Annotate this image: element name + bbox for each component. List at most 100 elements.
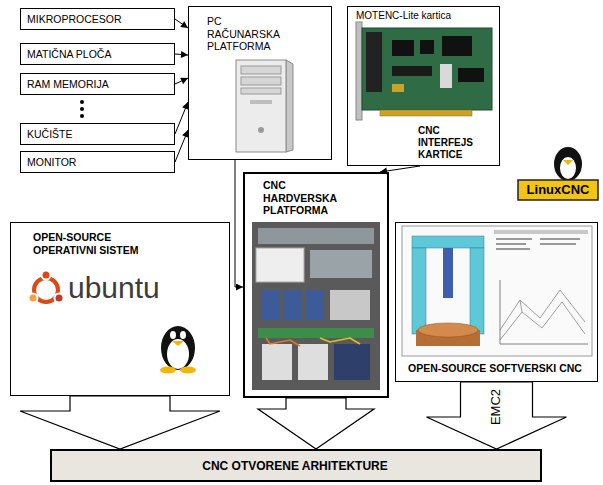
platform-box: PC RAČUNARSKA PLATFORMA bbox=[188, 6, 332, 160]
connector-arrow bbox=[175, 19, 188, 28]
software-screenshot bbox=[500, 280, 501, 344]
tux-penguin bbox=[161, 326, 195, 370]
software-screenshot bbox=[402, 226, 592, 356]
software-screenshot bbox=[402, 226, 592, 356]
node-text: MIKROPROCESOR bbox=[27, 13, 167, 26]
pci-card bbox=[356, 22, 492, 120]
component-box: MATIČNA PLOČA bbox=[20, 43, 175, 65]
pci-card bbox=[356, 22, 362, 120]
linuxcnc-logo bbox=[518, 147, 598, 200]
pc-tower bbox=[241, 66, 281, 74]
software-screenshot bbox=[418, 323, 478, 337]
component-box: MIKROPROCESOR bbox=[20, 8, 175, 30]
pci-card bbox=[440, 64, 452, 88]
connector-arrow bbox=[235, 160, 243, 287]
node-text: PC RAČUNARSKA PLATFORMA bbox=[207, 15, 285, 53]
cnc-cabinet-photo bbox=[306, 290, 324, 320]
block-arrow bbox=[258, 398, 374, 449]
block-arrow bbox=[427, 382, 567, 449]
list-dots bbox=[80, 114, 84, 118]
ubuntu-logo bbox=[55, 294, 64, 303]
pci-card bbox=[392, 66, 432, 76]
cnc-cabinet-photo bbox=[334, 344, 370, 380]
pc-tower bbox=[286, 60, 293, 152]
cnc-cabinet-photo bbox=[258, 328, 374, 338]
cnc-cabinet-photo bbox=[252, 222, 380, 390]
pci-card bbox=[458, 68, 484, 82]
software-screenshot bbox=[500, 302, 585, 340]
tux-penguin bbox=[180, 331, 186, 339]
linuxcnc-logo bbox=[554, 147, 582, 181]
card-box: MOTENC-Lite karticaCNC INTERFEJS KARTICE bbox=[347, 6, 500, 166]
software-screenshot bbox=[540, 243, 576, 245]
node-text: MOTENC-Lite kartica bbox=[356, 10, 496, 22]
pci-card bbox=[380, 110, 472, 116]
pci-card bbox=[392, 84, 404, 92]
linuxcnc-logo bbox=[518, 180, 598, 200]
hardware-box: CNC HARDVERSKA PLATFORMA bbox=[243, 172, 389, 398]
software-screenshot bbox=[520, 300, 522, 312]
node-text: OPEN-SOURCE OPERATIVNI SISTEM bbox=[33, 231, 163, 256]
cnc-cabinet-photo bbox=[256, 248, 304, 282]
tux-penguin bbox=[172, 341, 184, 346]
node-text: MATIČNA PLOČA bbox=[27, 48, 167, 61]
ubuntu-logo bbox=[29, 271, 64, 303]
pc-tower bbox=[236, 60, 293, 152]
node-text: MONITOR bbox=[27, 156, 167, 169]
linuxcnc-logo bbox=[563, 160, 573, 165]
result-box: CNC OTVORENE ARHITEKTURE bbox=[50, 449, 542, 482]
software-screenshot bbox=[496, 248, 530, 250]
ubuntu-logo bbox=[29, 294, 38, 303]
software-screenshot bbox=[496, 243, 526, 245]
tux-penguin bbox=[160, 367, 176, 374]
cnc-cabinet-photo bbox=[252, 222, 380, 390]
pci-card bbox=[392, 40, 414, 56]
cnc-cabinet-photo bbox=[284, 290, 302, 320]
list-dots bbox=[80, 100, 84, 104]
node-text: KUČIŠTE bbox=[27, 128, 167, 141]
linuxcnc-logo bbox=[560, 157, 576, 179]
tux-penguin bbox=[180, 367, 196, 374]
pci-card bbox=[442, 36, 472, 56]
software-screenshot bbox=[494, 230, 588, 234]
list-dots bbox=[80, 100, 84, 118]
list-dots bbox=[80, 107, 84, 111]
block-arrow bbox=[20, 396, 220, 449]
ubuntu-logo bbox=[42, 271, 51, 280]
cnc-cabinet-photo bbox=[298, 344, 328, 380]
node-text: CNC HARDVERSKA PLATFORMA bbox=[263, 179, 359, 217]
connector-arrow bbox=[175, 102, 188, 134]
pci-card bbox=[420, 40, 434, 54]
software-screenshot bbox=[496, 238, 532, 240]
software-screenshot bbox=[412, 248, 426, 334]
software-screenshot bbox=[412, 236, 484, 248]
edge-label: EMC2 bbox=[490, 387, 504, 427]
software-screenshot bbox=[470, 248, 484, 334]
cnc-cabinet-photo bbox=[266, 338, 300, 346]
pc-tower bbox=[258, 127, 264, 133]
node-text: CNC OTVORENE ARHITEKTURE bbox=[52, 459, 538, 473]
node-text: RAM MEMORIJA bbox=[27, 78, 167, 91]
pci-card bbox=[366, 32, 382, 92]
software-screenshot bbox=[540, 238, 580, 240]
pci-card bbox=[362, 28, 492, 110]
connector-arrow bbox=[175, 54, 188, 55]
cnc-cabinet-photo bbox=[258, 228, 374, 244]
cnc-cabinet-photo bbox=[310, 250, 372, 278]
cnc-cabinet-photo bbox=[330, 290, 370, 320]
software-screenshot bbox=[500, 344, 588, 345]
pc-tower bbox=[250, 100, 272, 104]
cnc-cabinet-photo bbox=[262, 344, 292, 380]
tux-penguin bbox=[167, 339, 189, 369]
pc-tower bbox=[236, 60, 286, 152]
pc-tower bbox=[241, 77, 281, 85]
cnc-cabinet-photo bbox=[320, 338, 360, 344]
software-screenshot bbox=[443, 248, 453, 298]
component-box: RAM MEMORIJA bbox=[20, 73, 175, 95]
os-wordmark: ubuntu bbox=[68, 270, 160, 306]
cnc-cabinet-photo bbox=[262, 290, 280, 320]
tux-penguin bbox=[160, 326, 196, 374]
component-box: KUČIŠTE bbox=[20, 123, 175, 145]
